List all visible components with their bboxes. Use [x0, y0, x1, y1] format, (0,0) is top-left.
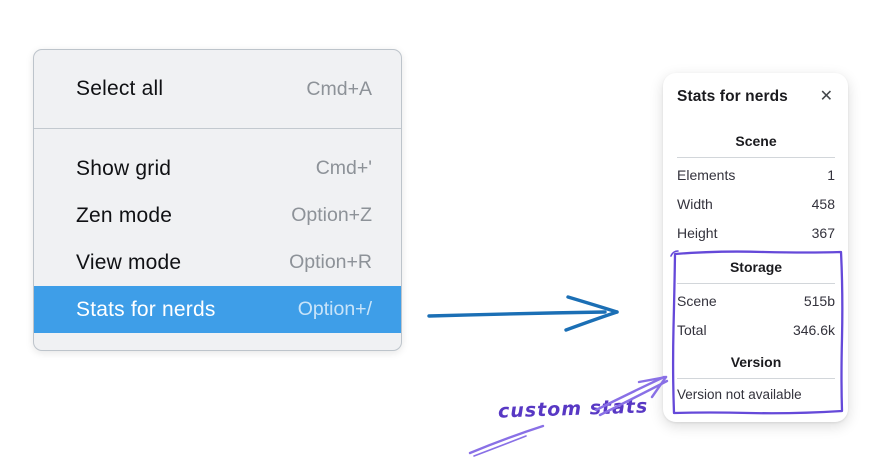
stat-value: 515b [803, 292, 835, 309]
menu-item-shortcut: Option+R [289, 251, 372, 273]
menu-item-label: Stats for nerds [76, 297, 216, 321]
stat-value: 346.6k [792, 321, 835, 338]
menu-divider [34, 128, 401, 129]
section-divider [677, 157, 835, 158]
close-icon[interactable]: ✕ [819, 88, 833, 105]
menu-item-label: Zen mode [76, 203, 173, 227]
menu-section-bottom: Show grid Cmd+' Zen mode Option+Z View m… [34, 129, 401, 333]
stats-panel-title: Stats for nerds [677, 88, 788, 105]
stat-label: Scene [677, 292, 717, 309]
section-heading-scene: Scene [735, 133, 777, 149]
menu-item-shortcut: Cmd+A [306, 77, 372, 100]
menu-item-label: View mode [76, 250, 182, 274]
stat-label: Width [677, 195, 713, 212]
stats-panel-header: Stats for nerds ✕ [677, 87, 835, 107]
stat-label: Elements [677, 166, 736, 183]
stat-value: 1 [827, 166, 835, 183]
stat-label: Height [677, 224, 718, 241]
annotation-label-custom-stats: custom stats [497, 395, 649, 423]
menu-item-view-mode[interactable]: View mode Option+R [34, 239, 401, 286]
menu-section-top: Select all Cmd+A [34, 50, 401, 128]
menu-item-stats-for-nerds[interactable]: Stats for nerds Option+/ [34, 286, 401, 333]
menu-item-label: Show grid [76, 156, 172, 180]
stat-value: 367 [811, 224, 835, 241]
section-divider [677, 283, 835, 284]
section-heading-version: Version [730, 354, 782, 370]
section-heading-storage: Storage [729, 259, 783, 275]
context-menu: Select all Cmd+A Show grid Cmd+' Zen mod… [33, 49, 402, 351]
menu-item-select-all[interactable]: Select all Cmd+A [34, 50, 401, 128]
stat-row-height: Height 367 [677, 218, 835, 247]
menu-item-label: Select all [76, 77, 164, 100]
stat-label: Total [677, 321, 707, 338]
stat-row-storage-total: Total 346.6k [677, 315, 835, 344]
stats-panel: Stats for nerds ✕ Scene Elements 1 Width… [663, 73, 848, 422]
menu-item-zen-mode[interactable]: Zen mode Option+Z [34, 192, 401, 239]
stat-row-storage-scene: Scene 515b [677, 286, 835, 315]
menu-item-show-grid[interactable]: Show grid Cmd+' [34, 145, 401, 192]
stat-value: 458 [811, 195, 835, 212]
menu-item-shortcut: Option+Z [291, 204, 372, 226]
stat-row-elements: Elements 1 [677, 160, 835, 189]
version-note: Version not available [677, 387, 802, 402]
section-divider [677, 378, 835, 379]
stat-row-width: Width 458 [677, 189, 835, 218]
menu-item-shortcut: Cmd+' [315, 157, 372, 179]
menu-item-shortcut: Option+/ [297, 298, 372, 320]
arrow-menu-to-panel [427, 295, 619, 332]
